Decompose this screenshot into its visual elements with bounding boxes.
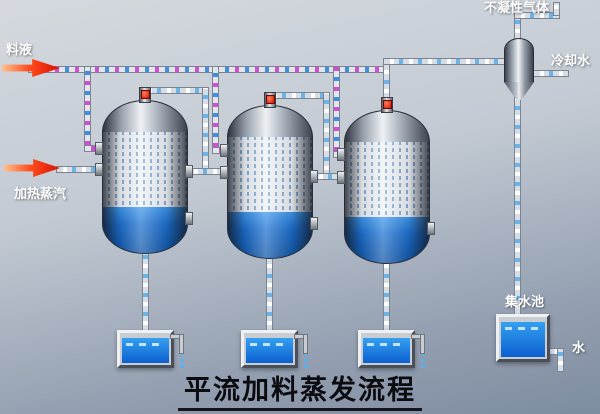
evaporator-3-vapor-in-nozzle — [337, 171, 345, 184]
evaporator-1-outlet-pipe — [142, 252, 149, 332]
pool-outlet-pipe-vertical — [557, 348, 564, 372]
evaporator-3-dome — [344, 110, 430, 142]
tank-water — [246, 338, 293, 363]
water-pool-label: 集水池 — [505, 295, 545, 310]
evaporator-2-liquid — [228, 212, 312, 229]
evaporator-2-vapor-out-nozzle — [310, 170, 318, 183]
evaporator-1-liquid — [103, 207, 187, 224]
steam-flow-arrow-icon — [4, 159, 60, 177]
evaporator-2-vapor-in-nozzle — [220, 166, 228, 179]
evaporator-1-steam-nozzle — [95, 163, 103, 176]
pool-water — [501, 322, 545, 357]
condenser-dome — [504, 38, 534, 50]
water-label: 水 — [572, 341, 586, 356]
evaporator-3-tube-bundle — [344, 142, 430, 234]
heating-tubes — [345, 142, 429, 218]
water-highlight — [505, 327, 541, 330]
evaporator-3-outlet-pipe — [383, 262, 390, 332]
water-highlight — [367, 343, 406, 346]
evaporator-1 — [102, 100, 188, 254]
shell-shading — [103, 224, 187, 253]
feed-label: 料液 — [6, 43, 33, 58]
condenser — [504, 38, 534, 100]
evaporator-2-feed-nozzle — [220, 144, 228, 157]
cooling-water-label: 冷却水 — [551, 54, 591, 69]
evaporator-2 — [227, 105, 313, 259]
water-highlight — [250, 343, 289, 346]
evaporator-1-dome — [102, 100, 188, 132]
evaporator-3-feed-nozzle — [337, 148, 345, 161]
vapor-pipe-3-to-condenser — [383, 58, 507, 65]
heating-tubes — [228, 137, 312, 213]
tank-water — [122, 338, 169, 363]
tank-1-spout-vertical — [179, 334, 184, 354]
noncondensable-vent-tick — [553, 2, 560, 16]
evaporator-3-valve-cap — [383, 100, 392, 109]
shell-shading — [345, 234, 429, 263]
diagram-title: 平流加料蒸发流程 — [178, 368, 422, 411]
evaporator-1-tube-bundle — [102, 132, 188, 224]
heating-tubes — [103, 132, 187, 208]
evaporator-3-bottom-liquid — [344, 234, 430, 264]
evaporator-1-valve-cap — [141, 90, 150, 99]
evaporator-1-vapor-out-nozzle — [185, 165, 193, 178]
evaporator-1-drain-nozzle — [185, 212, 193, 225]
evaporator-2-drain-nozzle — [310, 217, 318, 230]
vapor-pipe-1-vertical — [202, 87, 209, 172]
heating-steam-label: 加热蒸汽 — [14, 187, 67, 202]
feed-drop-pipe-2 — [212, 66, 219, 154]
tank-3-spout-vertical — [420, 334, 425, 354]
condenser-body — [504, 50, 534, 82]
evaporator-3-liquid — [345, 217, 429, 234]
shell-shading — [228, 229, 312, 258]
tank-2-drip-stream — [304, 355, 308, 368]
condenser-cone — [504, 82, 534, 100]
cooling-water-pipe — [533, 70, 569, 77]
condensate-drop-pipe — [514, 96, 521, 316]
water-highlight — [126, 343, 165, 346]
evaporator-1-bottom-liquid — [102, 224, 188, 254]
tank-2-spout-vertical — [303, 334, 308, 354]
condensate-tank-1 — [117, 330, 174, 368]
tank-1-drip-stream — [180, 355, 184, 368]
vapor-pipe-1-horizontal — [141, 87, 209, 94]
condensate-tank-3 — [358, 330, 415, 368]
tank-water — [363, 338, 410, 363]
feed-drop-pipe-3 — [333, 66, 340, 158]
water-collection-pool — [496, 314, 550, 362]
evaporator-1-feed-nozzle — [95, 142, 103, 155]
evaporator-3 — [344, 110, 430, 264]
evaporator-2-valve-cap — [266, 95, 275, 104]
evaporator-2-bottom-liquid — [227, 229, 313, 259]
vapor-pipe-2-vertical — [323, 92, 330, 177]
feed-flow-arrow-icon — [2, 59, 60, 77]
tank-3-drip-stream — [421, 355, 425, 368]
evaporator-2-tube-bundle — [227, 137, 313, 229]
evaporator-2-outlet-pipe — [266, 257, 273, 332]
evaporator-2-dome — [227, 105, 313, 137]
feed-drop-pipe-1 — [84, 66, 91, 152]
evaporator-3-drain-nozzle — [427, 222, 435, 235]
noncondensable-gas-label: 不凝性气体 — [484, 1, 550, 16]
condensate-tank-2 — [241, 330, 298, 368]
